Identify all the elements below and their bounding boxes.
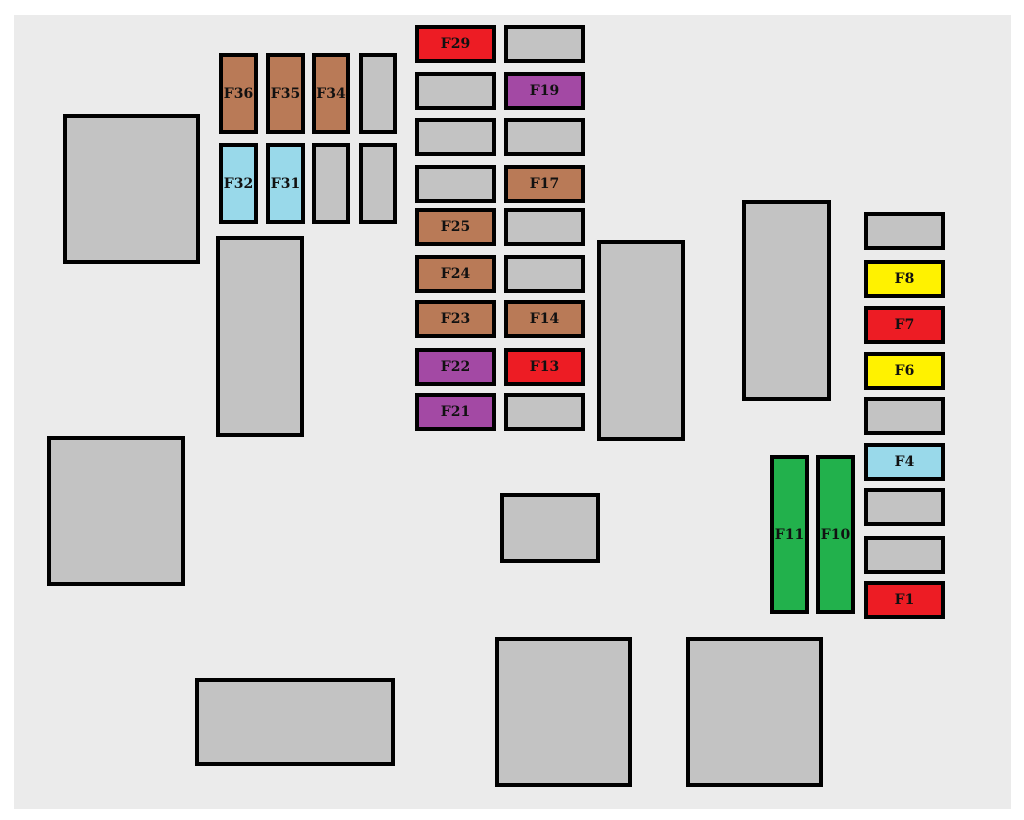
- fuse-label: F21: [440, 404, 471, 420]
- relay-block: [686, 637, 823, 787]
- fuse-F31[interactable]: F31: [266, 143, 305, 224]
- fuse-label: F24: [440, 266, 471, 282]
- relay-block: [597, 240, 685, 441]
- empty-fuse-slot: [312, 143, 350, 224]
- fuse-label: F36: [223, 85, 254, 102]
- fuse-F25[interactable]: F25: [415, 208, 496, 246]
- fuse-label: F32: [223, 175, 254, 192]
- fuse-label: F14: [529, 311, 560, 327]
- fuse-F8[interactable]: F8: [864, 260, 945, 298]
- fuse-label: F34: [316, 85, 346, 102]
- fuse-F36[interactable]: F36: [219, 53, 258, 134]
- empty-fuse-slot: [864, 488, 945, 526]
- fuse-F7[interactable]: F7: [864, 306, 945, 344]
- fuse-label: F25: [440, 219, 471, 235]
- fuse-F24[interactable]: F24: [415, 255, 496, 293]
- fuse-F11[interactable]: F11: [770, 455, 809, 614]
- relay-block: [495, 637, 632, 787]
- fuse-label: F4: [894, 454, 915, 470]
- relay-block: [47, 436, 185, 586]
- fuse-label: F22: [440, 359, 471, 375]
- fuse-label: F29: [440, 36, 471, 52]
- fuse-F14[interactable]: F14: [504, 300, 585, 338]
- empty-fuse-slot: [415, 118, 496, 156]
- empty-fuse-slot: [504, 393, 585, 431]
- fuse-F34[interactable]: F34: [312, 53, 350, 134]
- fuse-label: F17: [529, 176, 560, 192]
- fuse-F22[interactable]: F22: [415, 348, 496, 386]
- fuse-label: F8: [894, 271, 915, 287]
- fuse-F17[interactable]: F17: [504, 165, 585, 203]
- empty-fuse-slot: [359, 143, 397, 224]
- relay-block: [63, 114, 200, 264]
- empty-fuse-slot: [504, 25, 585, 63]
- empty-fuse-slot: [359, 53, 397, 134]
- empty-fuse-slot: [415, 72, 496, 110]
- fuse-F13[interactable]: F13: [504, 348, 585, 386]
- fuse-label: F1: [894, 592, 915, 608]
- empty-fuse-slot: [864, 212, 945, 250]
- fuse-F1[interactable]: F1: [864, 581, 945, 619]
- empty-fuse-slot: [415, 165, 496, 203]
- empty-fuse-slot: [864, 536, 945, 574]
- relay-block: [216, 236, 304, 437]
- fuse-F6[interactable]: F6: [864, 352, 945, 390]
- relay-block: [742, 200, 831, 401]
- fuse-label: F19: [529, 83, 560, 99]
- fuse-F35[interactable]: F35: [266, 53, 305, 134]
- fuse-label: F10: [820, 526, 851, 543]
- fuse-F23[interactable]: F23: [415, 300, 496, 338]
- fuse-label: F23: [440, 311, 471, 327]
- empty-fuse-slot: [504, 208, 585, 246]
- fuse-F10[interactable]: F10: [816, 455, 855, 614]
- empty-fuse-slot: [504, 255, 585, 293]
- fuse-F29[interactable]: F29: [415, 25, 496, 63]
- fuse-F4[interactable]: F4: [864, 443, 945, 481]
- fuse-label: F13: [529, 359, 560, 375]
- relay-block: [195, 678, 395, 766]
- fuse-label: F35: [270, 85, 301, 102]
- fuse-F19[interactable]: F19: [504, 72, 585, 110]
- fuse-F32[interactable]: F32: [219, 143, 258, 224]
- fuse-label: F7: [894, 317, 915, 333]
- fuse-F21[interactable]: F21: [415, 393, 496, 431]
- fuse-label: F11: [774, 526, 805, 543]
- empty-fuse-slot: [864, 397, 945, 435]
- fuse-label: F31: [270, 175, 301, 192]
- fuse-label: F6: [894, 363, 915, 379]
- empty-fuse-slot: [504, 118, 585, 156]
- relay-block: [500, 493, 600, 563]
